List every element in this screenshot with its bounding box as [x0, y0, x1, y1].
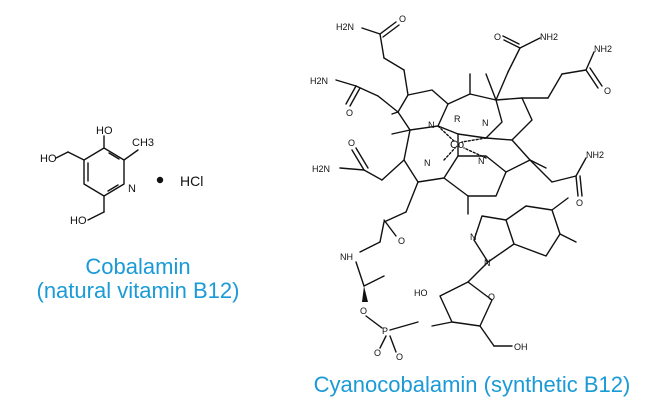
- nh2-mid-right-label: NH2: [586, 150, 604, 160]
- ho-label: HO: [414, 288, 428, 298]
- n-label-1: N: [428, 120, 435, 130]
- o-label-1: O: [399, 14, 406, 24]
- left-molecule: HO CH3 N HO HO HCl: [40, 125, 203, 227]
- oh-label: OH: [514, 342, 528, 352]
- n-label-2: N: [482, 118, 489, 128]
- o-label-10: O: [396, 352, 403, 362]
- left-caption-line1: Cobalamin: [85, 254, 190, 279]
- n-label-3: N: [424, 158, 431, 168]
- ho-left-label: HO: [40, 153, 57, 165]
- right-molecule: Co R N N N N O H2N O NH2: [310, 14, 612, 362]
- o-label-11: O: [488, 292, 495, 302]
- o-label-7: O: [398, 236, 405, 246]
- o-label-5: O: [348, 138, 355, 148]
- ho-bottom-label: HO: [70, 215, 87, 227]
- n-label-5: N: [470, 232, 477, 242]
- nh-label: NH: [340, 252, 353, 262]
- nh2-left-label: H2N: [310, 76, 328, 86]
- salt-dot: [156, 176, 164, 184]
- r-label: R: [454, 114, 461, 124]
- right-caption: Cyanocobalamin (synthetic B12): [314, 372, 631, 397]
- n-label: N: [128, 183, 136, 195]
- o-label-8: O: [360, 306, 367, 316]
- left-caption-line2: (natural vitamin B12): [37, 278, 240, 303]
- nh2-tr-label: NH2: [540, 32, 558, 42]
- p-label: P: [382, 326, 388, 336]
- ch3-label: CH3: [132, 137, 154, 149]
- n-label-4: N: [478, 156, 485, 166]
- co-label: Co: [450, 139, 464, 151]
- nh2-mid-left-label: H2N: [312, 164, 330, 174]
- nh2-right-label: NH2: [594, 44, 612, 54]
- o-label-9: O: [374, 348, 381, 358]
- salt-label: HCl: [180, 173, 203, 189]
- ho-top-label: HO: [96, 125, 113, 137]
- n-label-6: N: [484, 258, 491, 268]
- o-label-6: O: [576, 198, 583, 208]
- o-label-2: O: [494, 32, 501, 42]
- nh2-top-label: H2N: [336, 22, 354, 32]
- o-label-3: O: [604, 86, 611, 96]
- o-label-4: O: [346, 108, 353, 118]
